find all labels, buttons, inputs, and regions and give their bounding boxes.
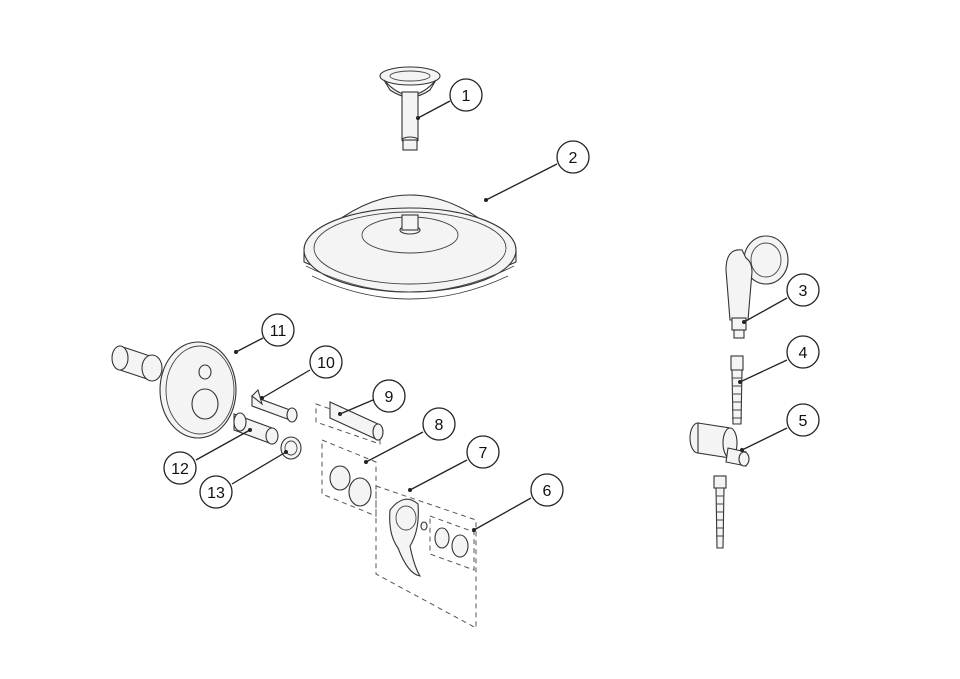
callout-7-label: 7: [479, 445, 488, 462]
callout-4-label: 4: [799, 345, 808, 362]
callout-1: 1: [449, 78, 483, 112]
plate-icon: [111, 341, 237, 439]
callout-9: 9: [372, 379, 406, 413]
cartridge-icon: [233, 412, 279, 445]
callout-13-label: 13: [207, 485, 225, 502]
callout-13: 13: [199, 475, 233, 509]
callout-3-label: 3: [799, 283, 808, 300]
shower-head-icon: [303, 194, 517, 300]
lever-icon: [375, 485, 477, 629]
callout-11: 11: [261, 313, 295, 347]
callout-11-label: 11: [270, 323, 287, 340]
callout-6-label: 6: [543, 483, 552, 500]
leader-lines: [195, 100, 788, 532]
callout-3: 3: [786, 273, 820, 307]
callout-8: 8: [422, 407, 456, 441]
hose-icon: [730, 355, 744, 425]
callout-6: 6: [530, 473, 564, 507]
callout-10-label: 10: [317, 355, 335, 372]
callout-12: 12: [163, 451, 197, 485]
callout-8-label: 8: [435, 417, 444, 434]
callout-9-label: 9: [385, 389, 394, 406]
callout-2: 2: [556, 140, 590, 174]
callout-7: 7: [466, 435, 500, 469]
callout-1-label: 1: [462, 88, 471, 105]
callout-2-label: 2: [569, 150, 578, 167]
callout-5-label: 5: [799, 413, 808, 430]
callout-5: 5: [786, 403, 820, 437]
callout-10: 10: [309, 345, 343, 379]
sleeve-icon: [315, 401, 384, 445]
hand-shower-icon: [725, 235, 789, 339]
nut-icon: [280, 436, 302, 460]
shower-arm-icon: [379, 66, 441, 151]
washer-icon: [321, 439, 377, 517]
callout-12-label: 12: [171, 461, 189, 478]
seal-icon: [429, 515, 475, 571]
wall-outlet-icon: [689, 422, 750, 549]
callout-4: 4: [786, 335, 820, 369]
diverter-icon: [251, 388, 298, 423]
